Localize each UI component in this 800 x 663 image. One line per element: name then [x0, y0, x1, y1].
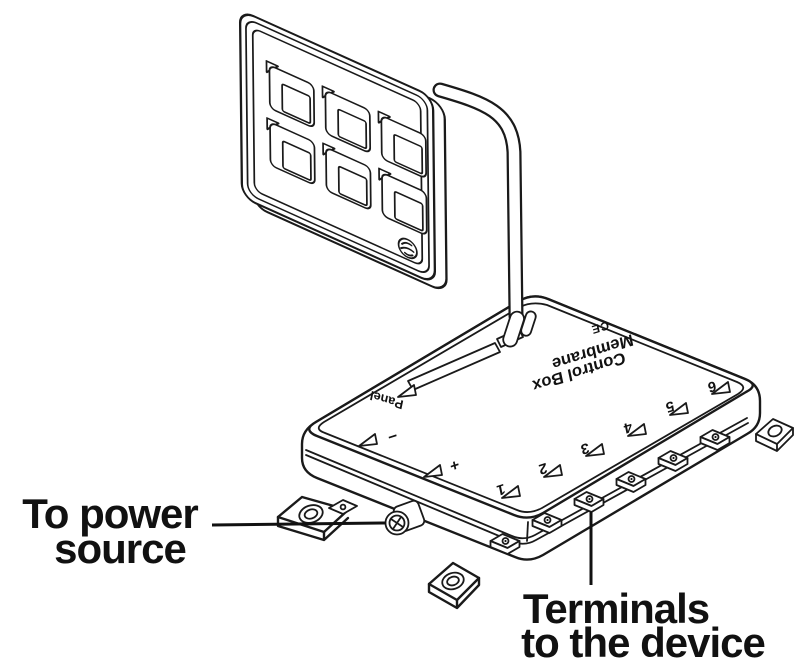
terminal-number: 3 — [579, 439, 590, 457]
terminal-lug — [615, 471, 647, 493]
mounting-tab-left — [276, 495, 358, 542]
phillips-cross-icon — [390, 516, 404, 530]
minus-mark: − — [386, 426, 398, 445]
terminal-lug — [657, 450, 689, 472]
mounting-tab-right — [755, 418, 794, 452]
terminal-lug — [489, 533, 521, 555]
terminal-number: 5 — [664, 397, 675, 415]
brand-logo-icon — [397, 237, 418, 260]
keypad-button — [378, 167, 428, 235]
box-top-face — [308, 295, 754, 519]
terminals-label-line1: Terminals — [523, 585, 709, 632]
power-label-line1: To power — [22, 490, 198, 537]
keypad-buttons — [265, 60, 428, 235]
ce-mark: CE — [590, 318, 611, 337]
terminal-lugs — [489, 429, 731, 555]
cable-sleeve — [502, 310, 537, 348]
terminal-number: 4 — [621, 418, 633, 436]
keypad-cable — [432, 82, 524, 324]
keypad-button — [321, 85, 372, 153]
terminal-numbers: 1 2 3 4 5 6 — [495, 377, 731, 499]
membrane-keypad-panel — [238, 13, 448, 290]
terminal-number: 2 — [537, 459, 548, 477]
terminal-number: 6 — [706, 377, 717, 395]
power-source-label: To power source — [22, 490, 199, 572]
terminals-label: Terminals to the device — [521, 585, 766, 663]
terminal-lug — [573, 491, 605, 513]
control-box: Membrane Control Box CE Panel − + 1 2 3 … — [300, 295, 762, 561]
terminal-number: 1 — [495, 480, 506, 498]
terminals-label-line2: to the device — [521, 619, 765, 663]
keypad-button — [322, 142, 372, 210]
terminal-lug — [531, 512, 563, 534]
keypad-button — [377, 110, 427, 178]
power-leader-line — [211, 521, 387, 527]
power-label-line2: source — [54, 525, 186, 572]
terminal-lug — [699, 429, 731, 451]
plus-mark: + — [448, 455, 460, 474]
tab-pad — [328, 499, 358, 515]
power-screw-terminal — [384, 499, 426, 536]
mounting-tab-bottom — [427, 561, 481, 610]
keypad-button — [266, 117, 316, 185]
keypad-button — [265, 60, 316, 128]
